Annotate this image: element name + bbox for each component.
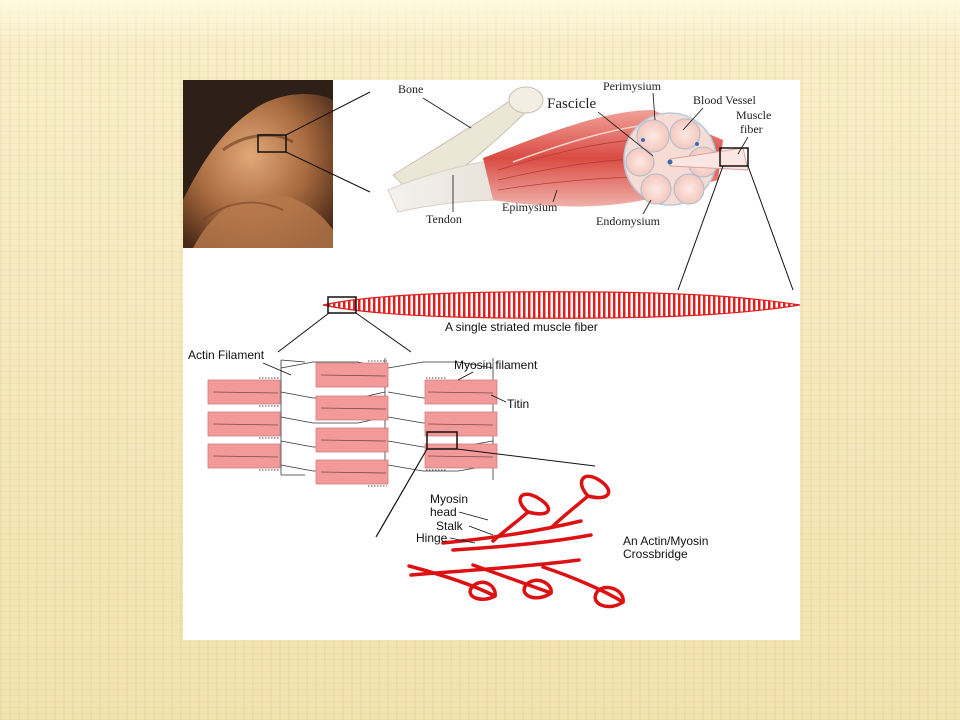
sarcomere-diagram [207,358,498,487]
actin-myosin-crossbridge [407,474,625,609]
arm-zoom-box [257,134,287,153]
crossbridge-zoom-box [426,431,458,450]
arm-photo [183,80,333,248]
fiber-caption: A single striated muscle fiber [445,320,598,334]
label-perimysium: Perimysium [603,80,662,93]
label-hinge: Hinge [416,531,448,545]
arm-photo-drawing [183,80,333,248]
label-myosin-filament: Myosin filament [454,358,538,372]
label-muscle-fiber-1: Muscle [736,108,771,122]
label-blood-vessel: Blood Vessel [693,93,756,107]
label-bone: Bone [398,82,423,96]
photo-zoom-line-top [285,91,371,136]
sarcomere-zoom-line-right [355,312,412,353]
muscle-structure-diagram: Bone Perimysium Fascicle Blood Vessel Mu… [188,80,800,609]
crossbridge-title-1: An Actin/Myosin [623,534,708,548]
label-epimysium: Epimysium [502,200,558,214]
fiber-zoom-line-right [747,165,794,291]
slide-image: Bone Perimysium Fascicle Blood Vessel Mu… [183,80,800,640]
label-stalk: Stalk [436,519,464,533]
fiber-zoom-line-left [677,165,724,291]
striated-muscle-fiber [322,291,800,319]
crossbridge-zoom-line-top [456,448,596,467]
gross-muscle-illustration [387,86,749,213]
slide-background-highlight [0,0,960,44]
label-fascicle: Fascicle [547,96,596,112]
photo-zoom-line-bottom [285,151,371,193]
fiber-zoom-box [719,147,749,167]
crossbridge-title-2: Crossbridge [623,547,688,561]
label-muscle-fiber-2: fiber [740,122,763,136]
label-myosin-head-1: Myosin [430,492,468,506]
sarcomere-zoom-line-left [277,312,330,353]
label-actin-filament: Actin Filament [188,348,265,362]
label-titin: Titin [507,397,529,411]
crossbridge-zoom-line-bottom [375,448,428,538]
label-tendon: Tendon [426,212,462,226]
label-myosin-head-2: head [430,505,457,519]
sarcomere-zoom-box [327,296,357,314]
label-endomysium: Endomysium [596,214,661,228]
